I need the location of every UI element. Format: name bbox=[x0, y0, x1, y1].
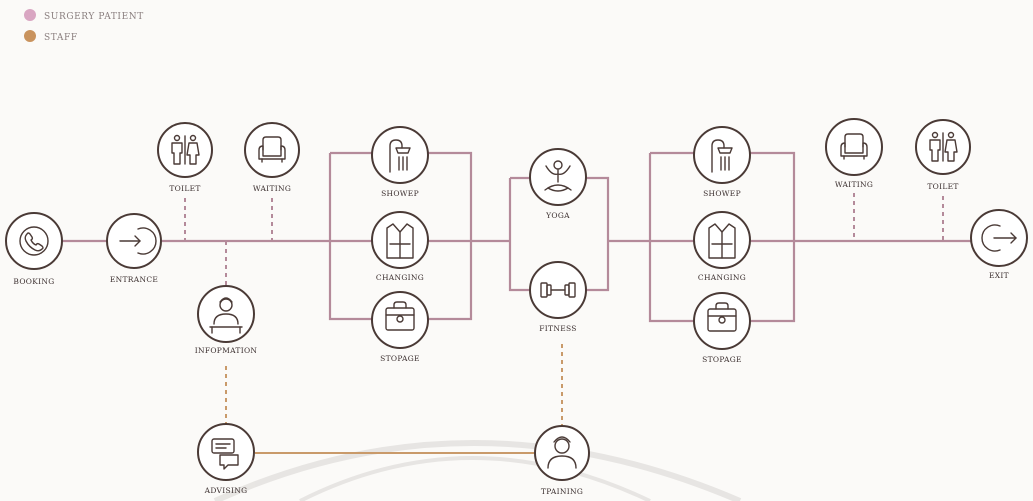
node-toilet-2: TOILET bbox=[915, 119, 971, 191]
node-label-yoga: YOGA bbox=[545, 211, 570, 220]
patient-flow-lines bbox=[62, 151, 972, 323]
node-label-changing-2: CHANGING bbox=[698, 273, 746, 282]
node-label-exit: EXIT bbox=[989, 271, 1009, 280]
node-training: TPAINING bbox=[534, 425, 590, 496]
toilet-icon bbox=[929, 131, 958, 162]
legend-label-staff: STAFF bbox=[44, 33, 78, 43]
receptionist-icon bbox=[209, 297, 243, 334]
node-label-shower-1: SHOWEP bbox=[381, 189, 419, 198]
node-label-shower-2: SHOWEP bbox=[703, 189, 741, 198]
node-storage-1: STOPAGE bbox=[371, 291, 429, 363]
node-waiting-2: WAITING bbox=[825, 118, 883, 189]
node-shower-2: SHOWEP bbox=[693, 126, 751, 198]
node-yoga: YOGA bbox=[529, 148, 587, 220]
yoga-icon bbox=[544, 160, 572, 192]
node-changing-1: CHANGING bbox=[371, 211, 429, 282]
locker-bag-icon bbox=[385, 301, 415, 331]
toilet-icon bbox=[171, 134, 200, 165]
shower-icon bbox=[389, 139, 411, 173]
node-toilet-1: TOILET bbox=[157, 122, 213, 193]
staff-flow-lines bbox=[225, 344, 563, 454]
legend-swatch-staff bbox=[24, 30, 36, 42]
node-label-training: TPAINING bbox=[541, 487, 583, 496]
node-information: INFOPMATION bbox=[195, 285, 258, 355]
watermark-arcs bbox=[213, 440, 742, 501]
armchair-icon bbox=[840, 133, 868, 160]
node-advising: ADVISING bbox=[197, 423, 255, 495]
node-entrance: ENTRANCE bbox=[106, 213, 162, 284]
chat-icon bbox=[211, 438, 239, 470]
node-label-toilet-2: TOILET bbox=[927, 182, 958, 191]
node-label-waiting-2: WAITING bbox=[835, 180, 873, 189]
node-storage-2: STOPAGE bbox=[693, 292, 751, 364]
node-waiting-1: WAITING bbox=[244, 122, 300, 193]
locker-bag-icon bbox=[707, 302, 737, 332]
trainer-icon bbox=[547, 436, 577, 469]
robe-icon bbox=[708, 223, 736, 259]
shower-icon bbox=[711, 139, 733, 173]
legend-swatch-patient bbox=[24, 9, 36, 21]
dumbbell-icon bbox=[540, 282, 576, 298]
node-label-waiting-1: WAITING bbox=[253, 184, 291, 193]
legend-label-patient: SURGERY PATIENT bbox=[44, 12, 144, 22]
node-label-toilet-1: TOILET bbox=[169, 184, 200, 193]
node-label-information: INFOPMATION bbox=[195, 346, 258, 355]
armchair-icon bbox=[258, 136, 286, 163]
legend: SURGERY PATIENT STAFF bbox=[24, 9, 144, 43]
node-label-booking: BOOKING bbox=[13, 277, 54, 286]
node-label-advising: ADVISING bbox=[204, 486, 248, 495]
node-label-changing-1: CHANGING bbox=[376, 273, 424, 282]
robe-icon bbox=[386, 223, 414, 259]
node-label-storage-2: STOPAGE bbox=[702, 355, 742, 364]
node-label-fitness: FITNESS bbox=[539, 324, 576, 333]
node-label-entrance: ENTRANCE bbox=[110, 275, 158, 284]
node-changing-2: CHANGING bbox=[693, 211, 751, 282]
patient-dashed-links bbox=[184, 193, 944, 286]
node-label-storage-1: STOPAGE bbox=[380, 354, 420, 363]
exit-icon bbox=[981, 224, 1017, 252]
phone-icon bbox=[19, 226, 49, 256]
node-fitness: FITNESS bbox=[529, 261, 587, 333]
enter-icon bbox=[119, 227, 157, 255]
node-booking: BOOKING bbox=[5, 212, 63, 286]
node-shower-1: SHOWEP bbox=[371, 126, 429, 198]
node-exit: EXIT bbox=[970, 209, 1028, 280]
